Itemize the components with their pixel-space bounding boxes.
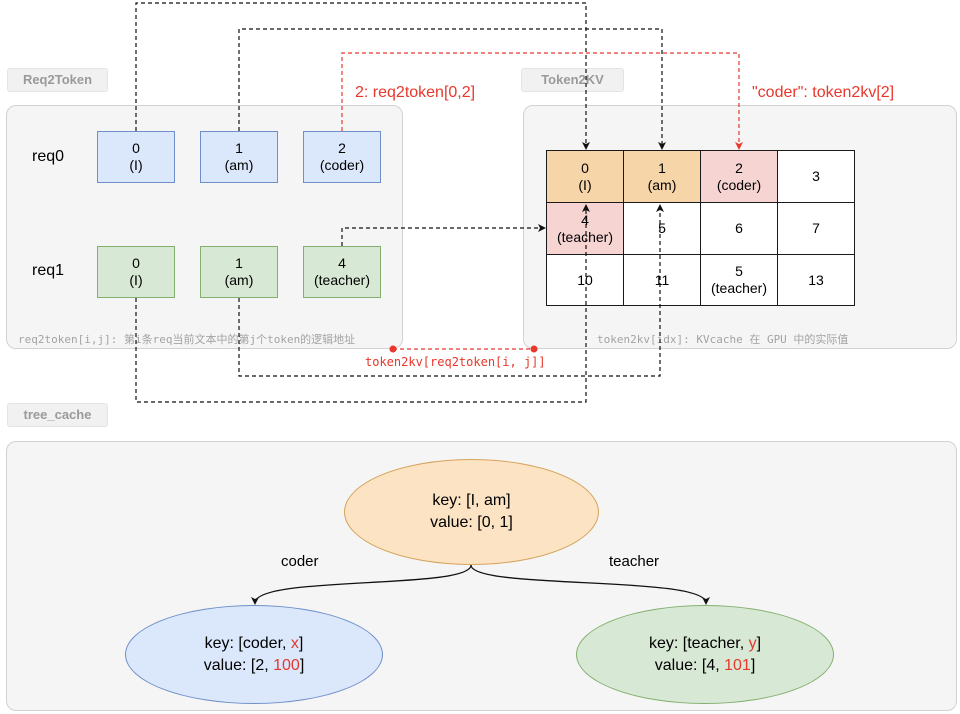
cell-token: (am): [224, 157, 254, 173]
cell-token: (am): [647, 176, 677, 193]
cell-index: 2: [735, 159, 743, 176]
cell-index: 10: [577, 271, 593, 288]
cell-index: 11: [654, 271, 670, 288]
right-key: key: [teacher, y]: [648, 634, 762, 652]
cell-index: 0: [581, 159, 589, 176]
cell-index: 3: [812, 168, 820, 184]
tree-cache-tag: tree_cache: [7, 403, 108, 427]
kv-cell: 7: [777, 202, 855, 255]
tree-right-node: key: [teacher, y] value: [4, 101]: [576, 605, 834, 704]
cell-index: 5: [658, 220, 666, 236]
left-value: value: [2, 100]: [203, 656, 305, 674]
cell-index: 0: [132, 255, 140, 271]
cell-token: (coder): [319, 157, 365, 173]
cell-token: (teacher): [313, 272, 371, 288]
kv-cell: 1 (am): [623, 150, 701, 203]
req2token-annotation: 2: req2token[0,2]: [355, 84, 476, 101]
root-value: value: [0, 1]: [430, 514, 513, 531]
req0-label: req0: [32, 148, 65, 165]
cell-index: 6: [735, 220, 743, 236]
req1-label: req1: [32, 262, 65, 279]
cell-index: 1: [658, 159, 666, 176]
cell-index: 2: [338, 140, 346, 156]
edge-label-coder: coder: [281, 553, 319, 570]
lookup-annotation: token2kv[req2token[i, j]]: [365, 355, 546, 369]
cell-token: (coder): [716, 176, 762, 193]
kv-cell: 4 (teacher): [546, 202, 624, 255]
cell-token: (teacher): [556, 228, 614, 245]
tree-root-node: key: [I, am] value: [0, 1]: [344, 459, 599, 565]
cell-token: (am): [224, 272, 254, 288]
token2kv-annotation: "coder": token2kv[2]: [752, 84, 895, 101]
cell-token: (I): [578, 176, 592, 193]
kv-cell: 6: [700, 202, 778, 255]
cell-token: (I): [129, 157, 143, 173]
right-value: value: [4, 101]: [654, 656, 756, 674]
kv-cell: 11: [623, 254, 701, 306]
cell-index: 4: [581, 211, 589, 228]
token2kv-tag: Token2KV: [521, 68, 624, 92]
cell-index: 0: [132, 140, 140, 156]
kv-cell: 13: [777, 254, 855, 306]
req0-token-cell: 2 (coder): [303, 131, 381, 183]
req2token-caption: req2token[i,j]: 第i条req当前文本中的第j个token的逻辑地…: [18, 333, 356, 346]
cell-index: 5: [735, 263, 743, 279]
cell-index: 4: [338, 255, 346, 271]
cell-token: (teacher): [710, 280, 768, 296]
kv-cell: 2 (coder): [700, 150, 778, 203]
kv-cell: 10: [546, 254, 624, 306]
req2token-tag: Req2Token: [7, 68, 108, 92]
cell-token: (I): [129, 272, 143, 288]
kv-cell: 5 (teacher): [700, 254, 778, 306]
left-key: key: [coder, x]: [204, 634, 304, 652]
kv-cell: 0 (I): [546, 150, 624, 203]
cell-index: 1: [235, 140, 243, 156]
token2kv-caption: token2kv[idx]: KVcache 在 GPU 中的实际值: [597, 333, 849, 346]
cell-index: 1: [235, 255, 243, 271]
cell-index: 7: [812, 220, 820, 236]
tree-left-node: key: [coder, x] value: [2, 100]: [125, 605, 383, 704]
req1-token-cell: 4 (teacher): [303, 246, 381, 298]
req1-token-cell: 0 (I): [97, 246, 175, 298]
kv-cell: 5: [623, 202, 701, 255]
root-key: key: [I, am]: [432, 492, 511, 509]
edge-label-teacher: teacher: [609, 553, 660, 570]
req1-token-cell: 1 (am): [200, 246, 278, 298]
kv-cell: 3: [777, 150, 855, 203]
cell-index: 13: [808, 271, 824, 288]
req0-token-cell: 0 (I): [97, 131, 175, 183]
req0-token-cell: 1 (am): [200, 131, 278, 183]
